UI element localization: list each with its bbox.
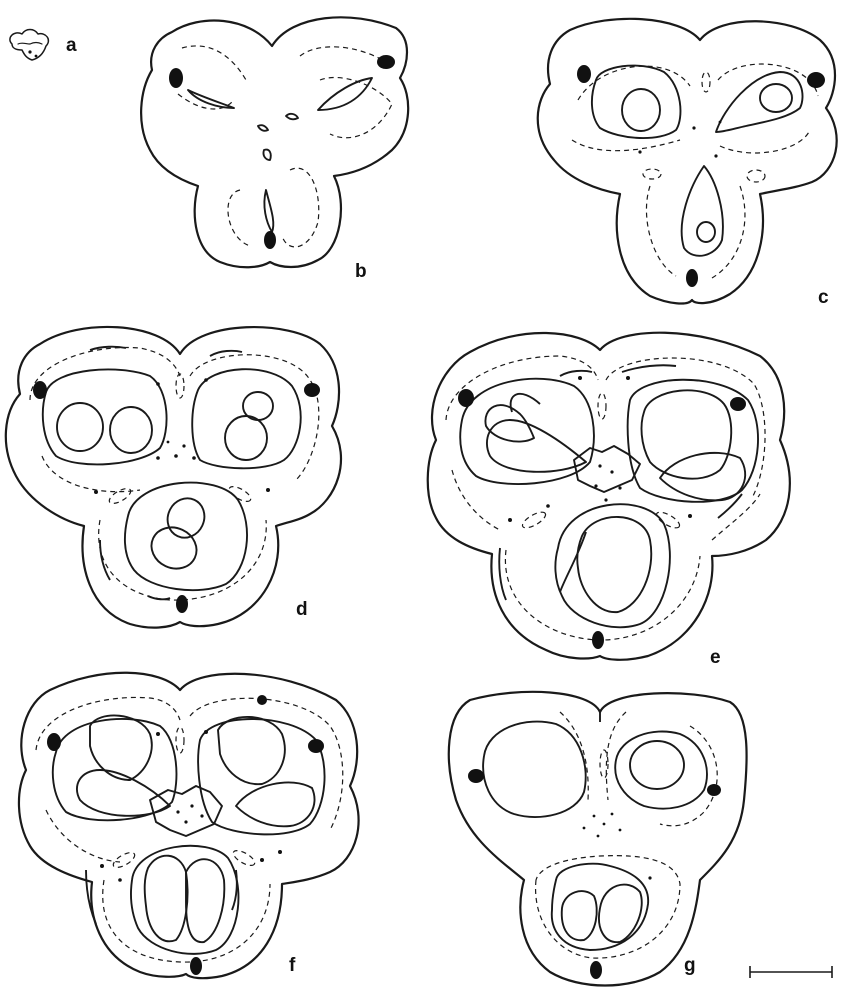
panel-f-cross-section (19, 673, 359, 978)
panel-d-label: d (296, 600, 308, 619)
panel-c-cross-section (538, 19, 837, 304)
scale-bar (750, 966, 832, 978)
panel-a-label: a (66, 36, 77, 55)
panel-c-label: c (818, 288, 829, 307)
panel-e-label: e (710, 648, 721, 667)
panel-d-cross-section (6, 327, 341, 628)
panel-b-cross-section (141, 17, 408, 267)
panel-e-cross-section (428, 333, 790, 660)
panel-b-label: b (355, 262, 367, 281)
panel-g-label: g (684, 956, 696, 975)
panel-g-cross-section (449, 692, 747, 986)
panel-a-overview-sketch (10, 30, 49, 61)
panel-f-label: f (289, 956, 295, 975)
